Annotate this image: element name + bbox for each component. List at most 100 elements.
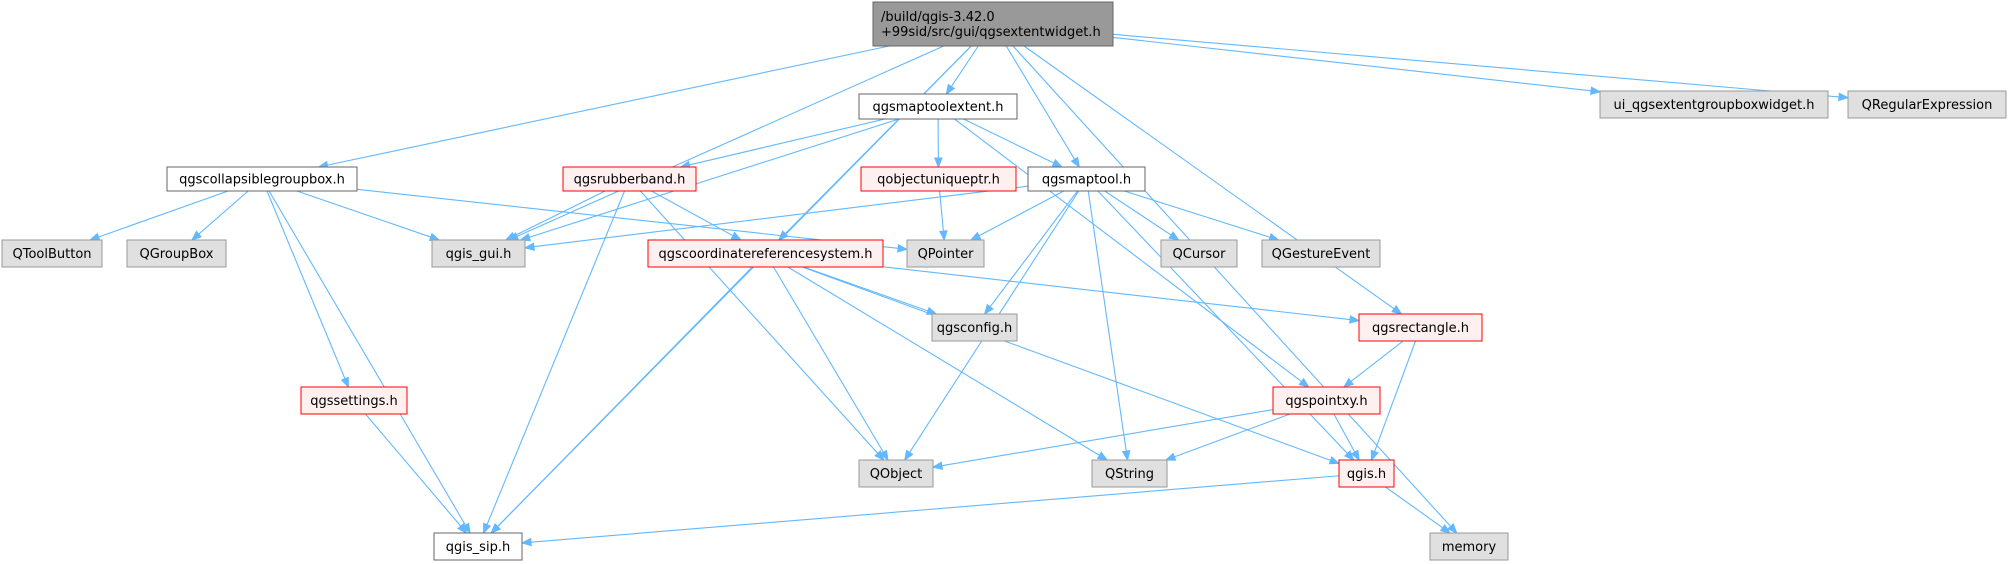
edge-arrowhead bbox=[1590, 86, 1602, 96]
node-config[interactable]: qgsconfig.h bbox=[931, 313, 1018, 342]
edge-line bbox=[1350, 340, 1404, 382]
edge-arrowhead bbox=[483, 522, 492, 535]
edge-line bbox=[98, 190, 229, 238]
node-uniqueptr[interactable]: qobjectuniqueptr.h bbox=[860, 166, 1017, 192]
node-rubberband[interactable]: qgsrubberband.h bbox=[562, 166, 697, 192]
edge-maptoolextent-to-pointxy bbox=[954, 118, 1310, 388]
edge-arrowhead bbox=[428, 232, 441, 242]
edge-line bbox=[533, 185, 1029, 248]
node-label: qobjectuniqueptr.h bbox=[877, 173, 1000, 188]
edge-maptoolextent-to-gui bbox=[519, 118, 900, 242]
edge-arrowhead bbox=[1370, 449, 1379, 462]
edge-line bbox=[803, 266, 929, 312]
node-qregexp[interactable]: QRegularExpression bbox=[1847, 90, 2007, 119]
edge-root-to-maptool bbox=[1005, 45, 1080, 169]
node-label: qgis.h bbox=[1347, 467, 1386, 482]
edge-line bbox=[1124, 190, 1271, 238]
edge-root-to-collapsible bbox=[317, 45, 890, 170]
edge-pointxy-to-qobject bbox=[931, 409, 1274, 470]
node-qtoolbutton[interactable]: QToolButton bbox=[1, 239, 103, 268]
edge-line bbox=[802, 266, 1331, 461]
edge-arrowhead bbox=[1350, 449, 1360, 462]
edge-line bbox=[513, 190, 606, 237]
edge-line bbox=[529, 118, 900, 238]
node-label: qgsrubberband.h bbox=[574, 173, 686, 188]
edge-line bbox=[1112, 33, 1840, 98]
edge-arrowhead bbox=[879, 449, 889, 462]
edge-line bbox=[356, 188, 899, 249]
node-label: QRegularExpression bbox=[1862, 98, 1993, 113]
node-rectangle[interactable]: qgsrectangle.h bbox=[1358, 313, 1483, 342]
edge-maptoolextent-to-rubberband bbox=[679, 118, 885, 170]
edge-arrowhead bbox=[945, 83, 956, 96]
edge-arrowhead bbox=[939, 230, 948, 242]
node-label: qgspointxy.h bbox=[1285, 394, 1367, 409]
edge-line bbox=[1385, 486, 1444, 529]
edge-arrowhead bbox=[523, 242, 535, 251]
node-qcursor[interactable]: QCursor bbox=[1160, 239, 1238, 268]
edge-arrowhead bbox=[904, 449, 914, 462]
node-label: qgsmaptoolextent.h bbox=[872, 100, 1003, 115]
edge-arrowhead bbox=[1298, 377, 1310, 388]
edge-maptool-to-qstring bbox=[1087, 190, 1131, 462]
edge-line bbox=[1112, 36, 1592, 92]
node-maptoolextent[interactable]: qgsmaptoolextent.h bbox=[858, 93, 1018, 120]
edge-line bbox=[1087, 190, 1127, 452]
node-label: QToolButton bbox=[12, 247, 91, 262]
edge-rubberband-to-qobject bbox=[639, 190, 885, 461]
edge-arrowhead bbox=[983, 303, 994, 316]
edge-line bbox=[1374, 340, 1417, 452]
edge-collapsible-to-qtoolbutton bbox=[88, 190, 229, 241]
edge-root-to-gui bbox=[507, 45, 944, 241]
node-qgesture[interactable]: QGestureEvent bbox=[1261, 239, 1381, 268]
edge-rubberband-to-sip bbox=[483, 190, 626, 535]
edge-collapsible-to-qgroupbox bbox=[190, 190, 249, 241]
node-box bbox=[126, 239, 227, 268]
node-box bbox=[1, 239, 103, 268]
node-box bbox=[872, 1, 1114, 47]
edge-rectangle-to-pointxy bbox=[1342, 340, 1404, 388]
node-settings[interactable]: qgssettings.h bbox=[300, 386, 408, 415]
edge-line bbox=[941, 409, 1274, 467]
edge-line bbox=[516, 45, 944, 237]
edge-arrowhead bbox=[461, 522, 471, 535]
node-qgroupbox[interactable]: QGroupBox bbox=[126, 239, 227, 268]
edge-line bbox=[639, 190, 879, 454]
edge-qgis-to-memory bbox=[1385, 486, 1452, 534]
node-qgis[interactable]: qgis.h bbox=[1338, 459, 1395, 488]
node-memory[interactable]: memory bbox=[1429, 532, 1509, 561]
edges-layer bbox=[88, 33, 1850, 547]
edge-arrowhead bbox=[1838, 92, 1850, 102]
node-label: qgsconfig.h bbox=[937, 321, 1012, 336]
edge-line bbox=[486, 190, 626, 525]
node-ui_groupbox[interactable]: ui_qgsextentgroupboxwidget.h bbox=[1599, 90, 1829, 119]
node-label: /build/qgis-3.42.0 bbox=[881, 10, 995, 25]
node-collapsible[interactable]: qgscollapsiblegroupbox.h bbox=[166, 166, 358, 192]
edge-maptoolextent-to-maptool bbox=[963, 118, 1064, 168]
node-crs[interactable]: qgscoordinatereferencesystem.h bbox=[647, 239, 884, 268]
node-sip[interactable]: qgis_sip.h bbox=[433, 532, 523, 561]
node-pointxy[interactable]: qgspointxy.h bbox=[1272, 386, 1381, 415]
node-label: +99sid/src/gui/qgsextentwidget.h bbox=[881, 25, 1101, 40]
node-box bbox=[860, 166, 1017, 192]
edge-line bbox=[954, 118, 1302, 383]
node-label: qgscoordinatereferencesystem.h bbox=[658, 247, 872, 262]
edge-maptool-to-config bbox=[983, 190, 1078, 316]
node-gui[interactable]: qgis_gui.h bbox=[431, 239, 526, 268]
node-maptool[interactable]: qgsmaptool.h bbox=[1027, 166, 1146, 192]
node-qstring[interactable]: QString bbox=[1091, 459, 1168, 488]
node-qpointer[interactable]: QPointer bbox=[906, 239, 985, 268]
node-box bbox=[1027, 166, 1146, 192]
node-label: qgscollapsiblegroupbox.h bbox=[179, 173, 345, 188]
edge-arrowhead bbox=[1343, 450, 1355, 461]
node-label: QCursor bbox=[1173, 247, 1227, 262]
node-qobject[interactable]: QObject bbox=[858, 459, 934, 488]
node-box bbox=[931, 313, 1018, 342]
edge-maptool-to-qpointer bbox=[969, 190, 1065, 241]
edge-root-to-maptoolextent bbox=[945, 45, 979, 96]
edge-arrowhead bbox=[931, 461, 944, 470]
edge-collapsible-to-qpointer bbox=[356, 188, 909, 253]
edge-rubberband-to-gui bbox=[504, 190, 606, 241]
node-root[interactable]: /build/qgis-3.42.0+99sid/src/gui/qgsexte… bbox=[872, 1, 1114, 47]
